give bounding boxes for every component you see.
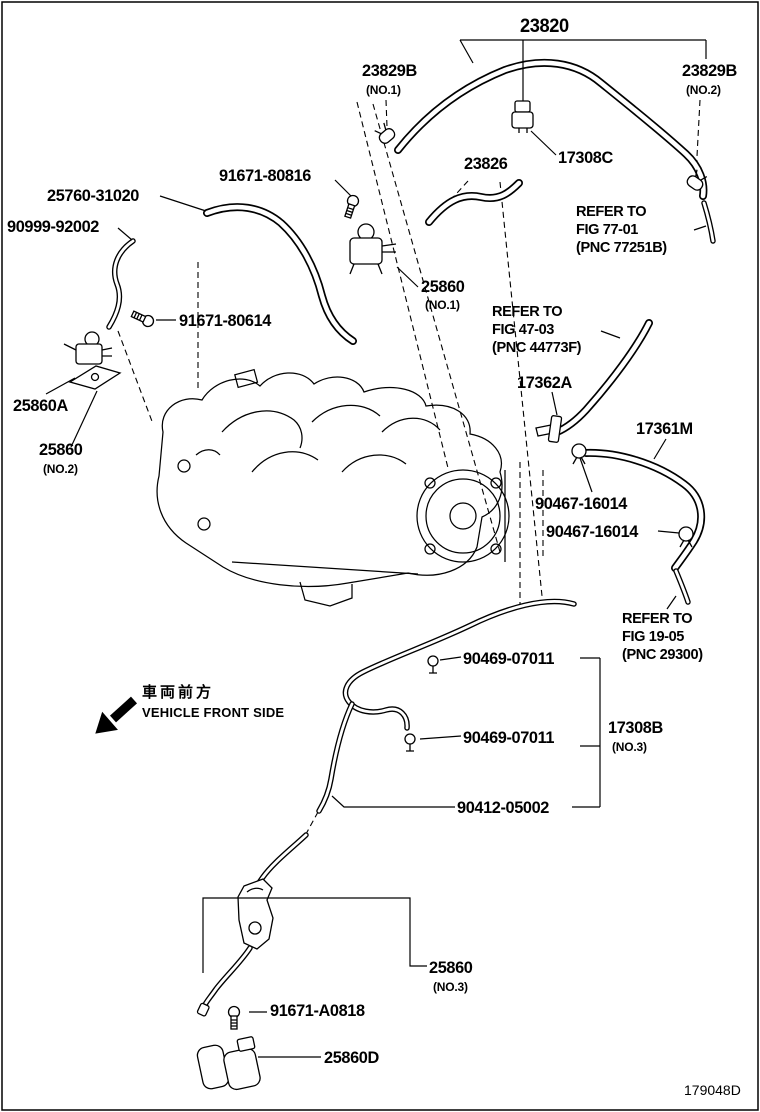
hose-23820	[394, 58, 708, 200]
part-label-91671-80614: 91671-80614	[179, 311, 271, 330]
pipe-end-cap	[196, 1002, 210, 1017]
part-variant-23829b-no2: (NO.2)	[686, 83, 721, 97]
part-label-25860d: 25860D	[324, 1048, 379, 1067]
part-label-17361m: 17361M	[636, 419, 693, 438]
bolt-91671-a0818-icon	[227, 1005, 241, 1030]
part-variant-23829b-no1: (NO.1)	[366, 83, 401, 97]
part-label-90467-16014-b: 90467-16014	[546, 522, 638, 541]
hose-23826	[425, 179, 523, 226]
part-label-91671-a0818: 91671-A0818	[270, 1001, 365, 1020]
bracket-25860a	[68, 365, 122, 390]
part-variant-25860-no3: (NO.3)	[433, 980, 468, 994]
clip-90469-07011-b	[404, 733, 416, 752]
refer-fig-19-05: REFER TO FIG 19-05 (PNC 29300)	[622, 610, 703, 664]
part-label-90999-92002: 90999-92002	[7, 217, 99, 236]
refer-fig-77-01-line1: REFER TO	[576, 203, 647, 220]
part-label-23826: 23826	[464, 154, 508, 173]
vsv-25860d	[196, 1036, 261, 1091]
part-variant-25860-no1: (NO.1)	[425, 298, 460, 312]
refer-fig-47-03-line1: REFER TO	[492, 303, 563, 320]
refer-fig-77-01-line2: FIG 77-01	[576, 221, 639, 238]
part-variant-25860-no2: (NO.2)	[43, 462, 78, 476]
clamp-23829b-no1	[374, 122, 396, 144]
pipe-17308b	[201, 598, 577, 1010]
part-label-25860-no2: 25860	[39, 440, 83, 459]
hose-90999-92002	[106, 238, 136, 330]
vehicle-front-label-jp: 車両前方	[142, 684, 215, 701]
bolt-91671-80614-icon	[130, 310, 155, 328]
part-label-25760-31020: 25760-31020	[47, 186, 139, 205]
part-variant-17308b: (NO.3)	[612, 740, 647, 754]
part-label-90469-07011-b: 90469-07011	[463, 728, 555, 747]
part-label-23829b-no1: 23829B	[362, 61, 417, 80]
refer-fig-47-03-line2: FIG 47-03	[492, 321, 555, 338]
throttle-body	[416, 469, 510, 563]
part-label-90467-16014-a: 90467-16014	[535, 494, 627, 513]
pipe-fig19-05	[673, 568, 691, 605]
hose-17361m	[582, 448, 706, 572]
part-label-25860-no3: 25860	[429, 958, 473, 977]
part-label-25860-no1: 25860	[421, 277, 465, 296]
vehicle-front-arrow	[95, 696, 138, 734]
leader-lines	[45, 39, 707, 1058]
connector-17362a	[535, 415, 563, 443]
vehicle-front-label-en: VEHICLE FRONT SIDE	[142, 705, 285, 720]
refer-fig-19-05-line2: FIG 19-05	[622, 628, 685, 645]
refer-fig-47-03-line3: (PNC 44773F)	[492, 339, 582, 356]
connector-17308c	[511, 100, 534, 133]
bolt-91671-80816-icon	[344, 194, 360, 219]
part-label-91671-80816: 91671-80816	[219, 166, 311, 185]
clamp-90467-16014-b	[678, 526, 694, 548]
clamp-23829b-no2	[686, 169, 708, 191]
vsv-25860-no1	[349, 223, 397, 275]
part-label-90412-05002: 90412-05002	[457, 798, 549, 817]
part-label-17362a: 17362A	[517, 373, 572, 392]
clip-90469-07011-a	[427, 655, 439, 674]
refer-fig-77-01: REFER TO FIG 77-01 (PNC 77251B)	[576, 203, 667, 257]
pipe-fig77-01	[701, 200, 716, 244]
hose-fig47-03	[553, 319, 653, 436]
intake-manifold	[156, 368, 506, 607]
refer-fig-19-05-line1: REFER TO	[622, 610, 693, 627]
part-label-17308b: 17308B	[608, 718, 663, 737]
hose-25760-31020	[203, 203, 357, 345]
canister-25860-no3	[237, 878, 274, 950]
refer-fig-19-05-line3: (PNC 29300)	[622, 646, 703, 663]
refer-fig-47-03: REFER TO FIG 47-03 (PNC 44773F)	[492, 303, 582, 357]
part-label-25860a: 25860A	[13, 396, 68, 415]
vsv-25860-no2	[63, 331, 113, 365]
refer-fig-77-01-line3: (PNC 77251B)	[576, 239, 667, 256]
dashed-lines	[117, 99, 701, 835]
part-label-23820: 23820	[520, 16, 569, 37]
part-label-23829b-no2: 23829B	[682, 61, 737, 80]
part-label-17308c: 17308C	[558, 148, 613, 167]
clamp-90467-16014-a	[571, 443, 587, 465]
diagram-code: 179048D	[684, 1082, 741, 1098]
part-label-90469-07011-a: 90469-07011	[463, 649, 555, 668]
